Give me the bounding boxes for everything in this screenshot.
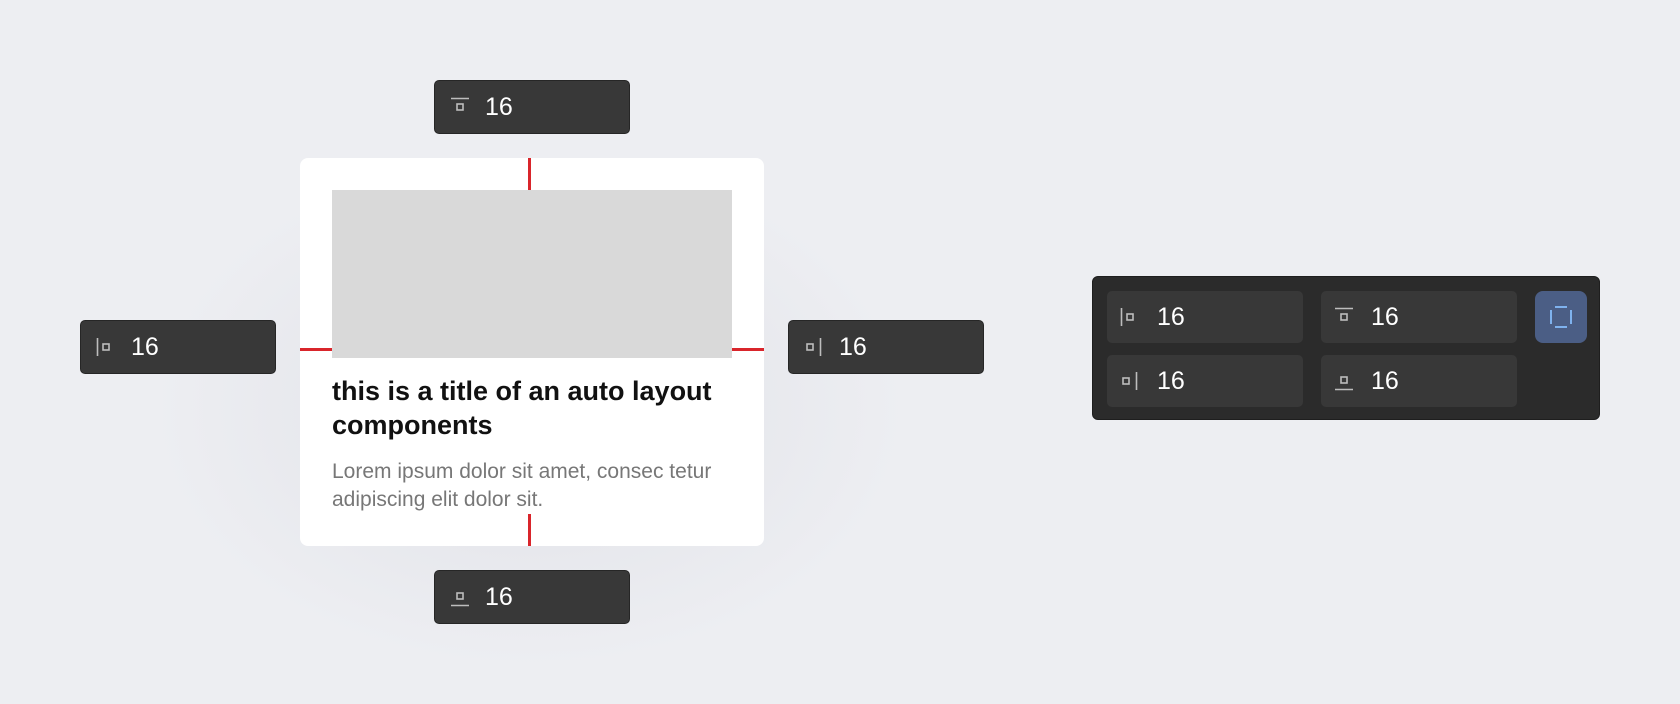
padding-bottom-value[interactable]: 16 [485, 582, 513, 611]
padding-guide-right [732, 348, 764, 351]
panel-padding-left-value[interactable]: 16 [1157, 302, 1185, 331]
card-body-text: Lorem ipsum dolor sit amet, consec tetur… [332, 460, 712, 511]
padding-panel: 16 16 16 16 [1092, 276, 1600, 420]
padding-guide-left [300, 348, 332, 351]
image-placeholder [332, 190, 732, 358]
panel-padding-top-field[interactable]: 16 [1321, 291, 1517, 343]
padding-right-icon [1117, 368, 1143, 394]
padding-bottom-icon [1331, 368, 1357, 394]
independent-padding-icon [1550, 306, 1572, 328]
padding-top-field[interactable]: 16 [434, 80, 630, 134]
padding-left-icon [93, 334, 119, 360]
padding-guide-top [528, 158, 531, 190]
panel-padding-bottom-field[interactable]: 16 [1321, 355, 1517, 407]
padding-top-icon [1331, 304, 1357, 330]
padding-right-field[interactable]: 16 [788, 320, 984, 374]
padding-bottom-icon [447, 584, 473, 610]
padding-right-icon [801, 334, 827, 360]
padding-guide-bottom [528, 514, 531, 546]
padding-top-value[interactable]: 16 [485, 92, 513, 121]
padding-left-value[interactable]: 16 [131, 332, 159, 361]
padding-left-icon [1117, 304, 1143, 330]
panel-padding-right-field[interactable]: 16 [1107, 355, 1303, 407]
independent-padding-toggle[interactable] [1535, 291, 1587, 343]
padding-top-icon [447, 94, 473, 120]
card-title: this is a title of an auto layout compon… [332, 376, 712, 440]
panel-padding-bottom-value[interactable]: 16 [1371, 366, 1399, 395]
panel-padding-right-value[interactable]: 16 [1157, 366, 1185, 395]
panel-padding-top-value[interactable]: 16 [1371, 302, 1399, 331]
auto-layout-card[interactable]: this is a title of an auto layout compon… [300, 158, 764, 546]
padding-bottom-field[interactable]: 16 [434, 570, 630, 624]
padding-right-value[interactable]: 16 [839, 332, 867, 361]
padding-left-field[interactable]: 16 [80, 320, 276, 374]
panel-padding-left-field[interactable]: 16 [1107, 291, 1303, 343]
